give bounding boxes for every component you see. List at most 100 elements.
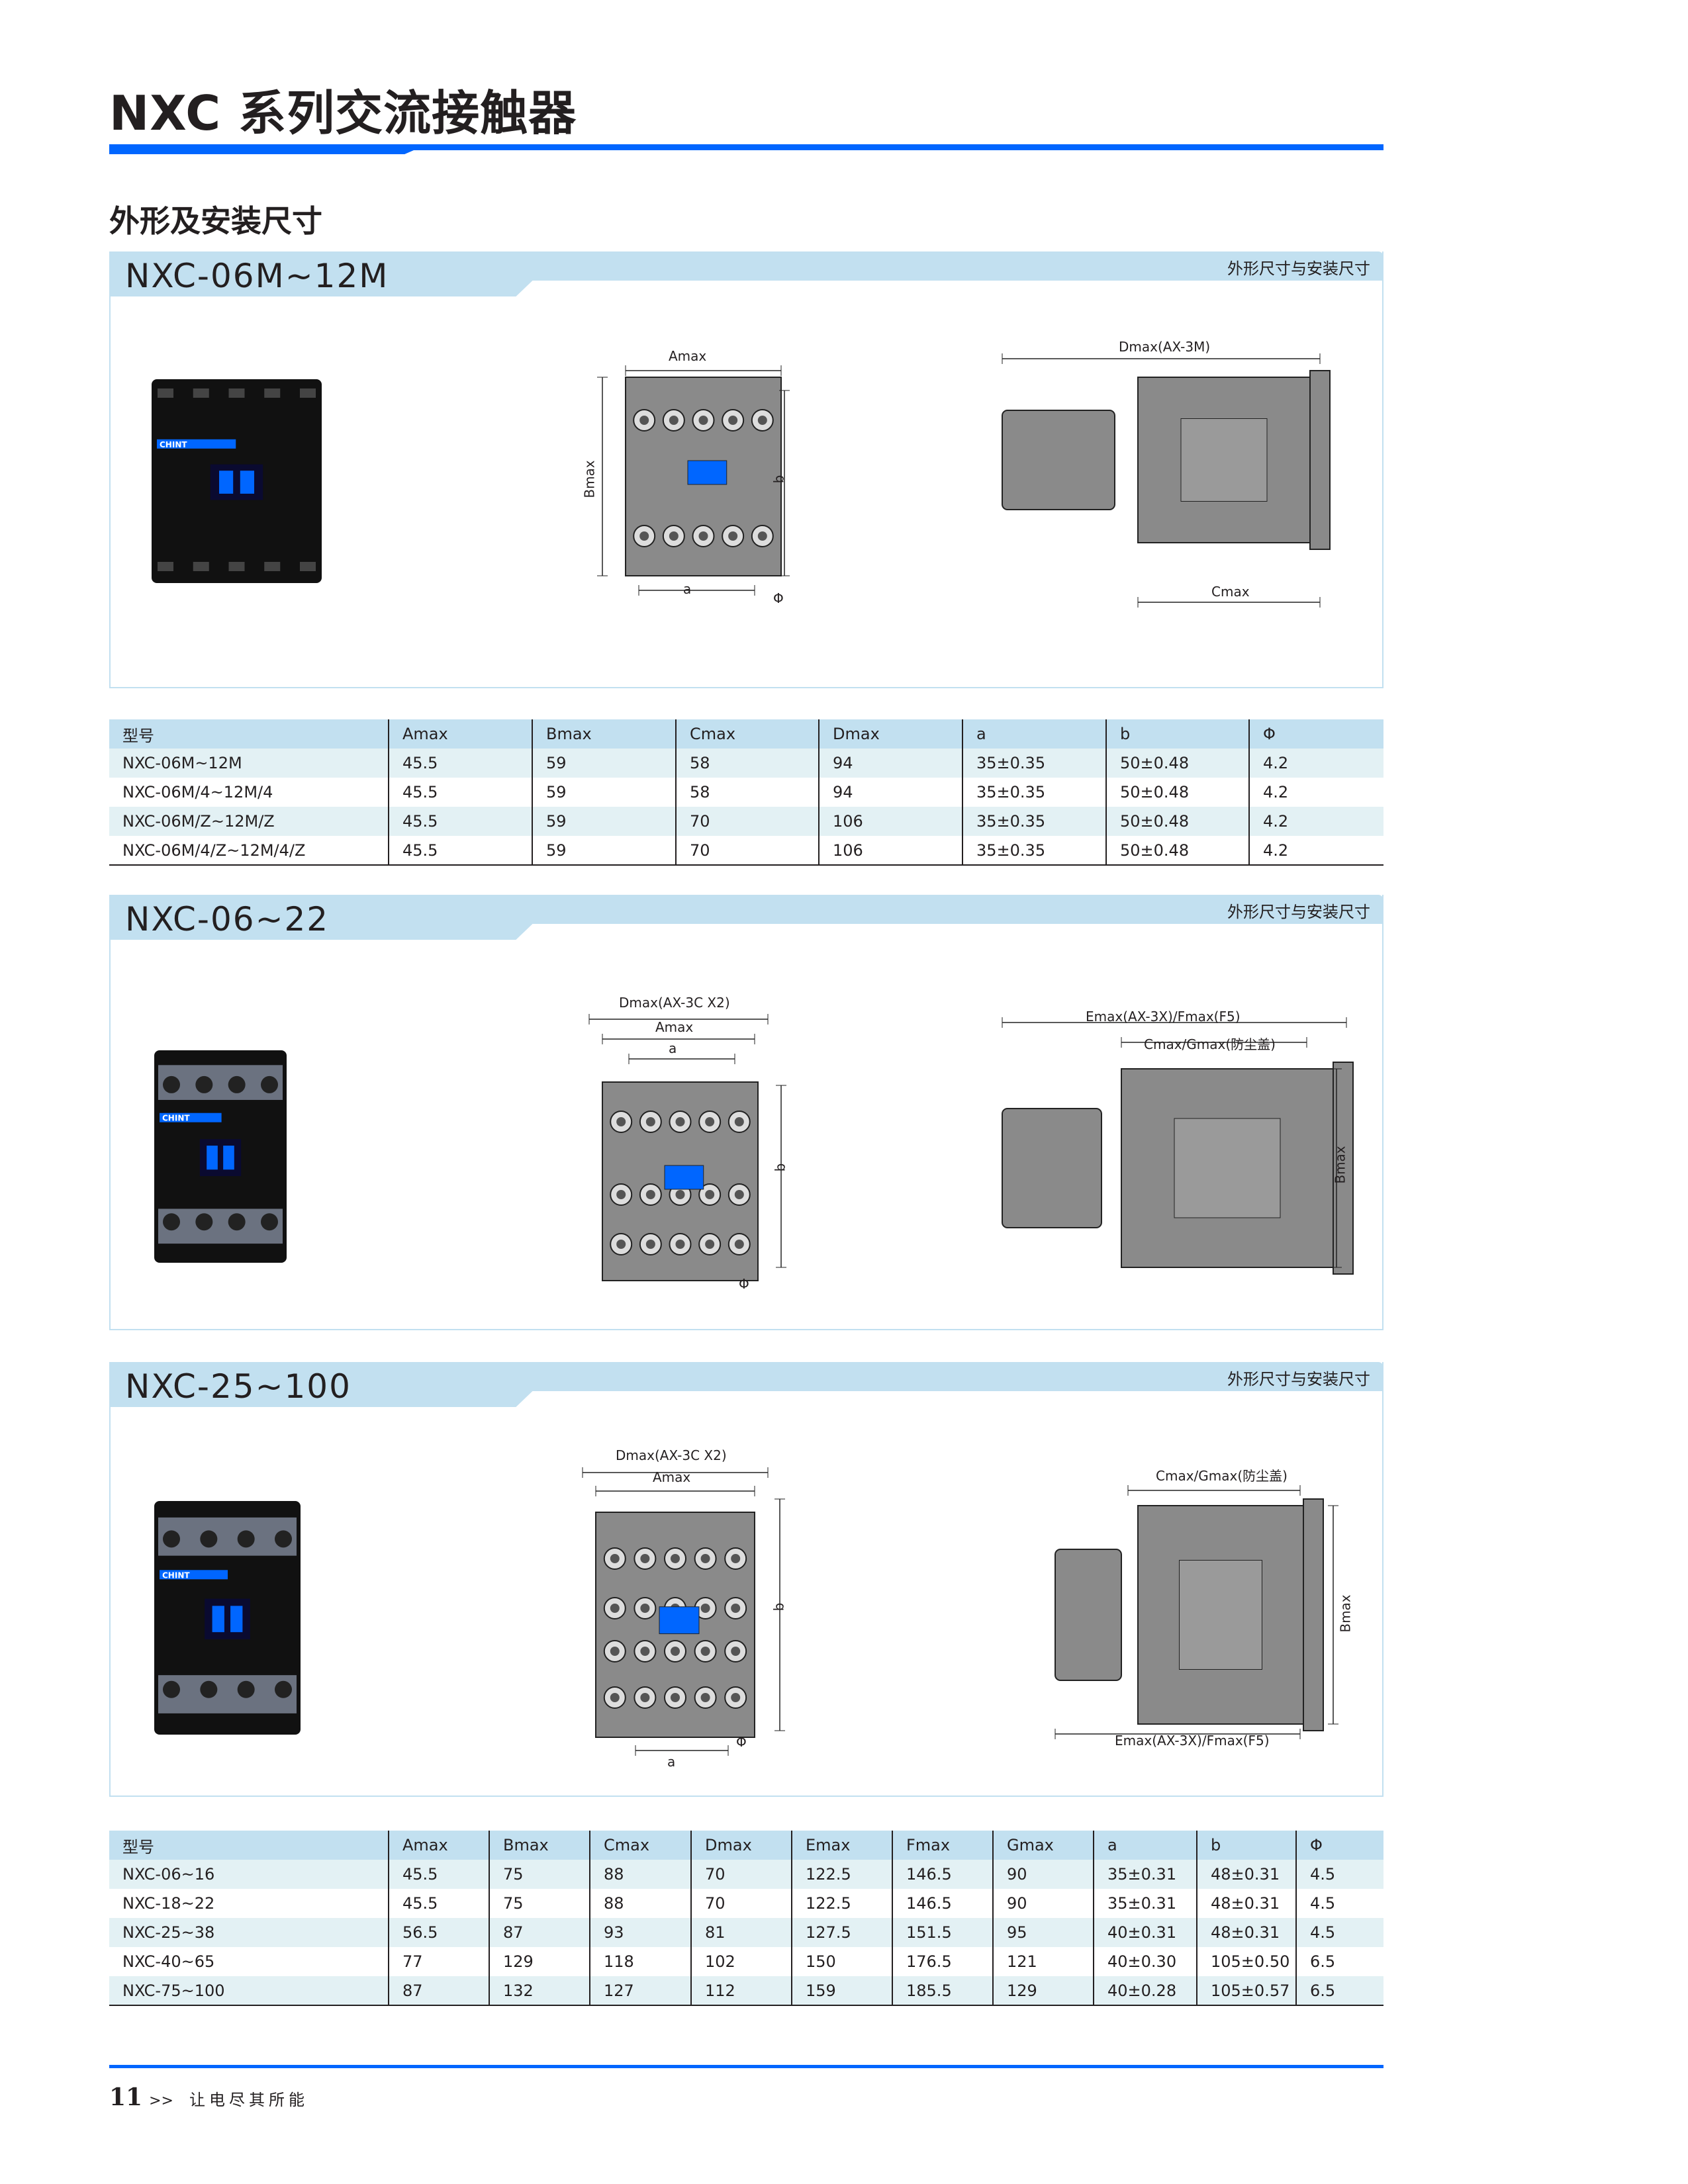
table-cell: 106 <box>818 807 962 836</box>
table-cell: 151.5 <box>892 1918 993 1947</box>
table-cell: 50±0.48 <box>1105 749 1249 778</box>
panel-nxc-06m-12m: NXC-06M~12M 外形尺寸与安装尺寸 <box>109 251 1383 688</box>
table-cell: 4.2 <box>1248 807 1383 836</box>
table-cell: 45.5 <box>388 1860 489 1889</box>
dim-amax: Amax <box>653 1469 691 1485</box>
table-cell: 50±0.48 <box>1105 778 1249 807</box>
table-cell: 40±0.28 <box>1093 1976 1197 2006</box>
dim-a: a <box>683 581 692 597</box>
product-photo-nxc-25: CHINT <box>154 1501 301 1735</box>
dim-cmax: Cmax <box>1211 584 1250 600</box>
table-cell: 90 <box>992 1889 1094 1918</box>
panel-header: NXC-06~22 外形尺寸与安装尺寸 <box>109 895 1383 940</box>
column-header: Fmax <box>892 1831 993 1860</box>
table-cell: 176.5 <box>892 1947 993 1976</box>
table-cell: 122.5 <box>791 1860 892 1889</box>
table-cell: 127.5 <box>791 1918 892 1947</box>
dim-phi: Φ <box>739 1276 749 1292</box>
table-cell: 35±0.35 <box>962 836 1106 866</box>
table-cell: NXC-06M/Z~12M/Z <box>109 807 389 836</box>
table-cell: 81 <box>690 1918 792 1947</box>
table-cell: NXC-06~16 <box>109 1860 389 1889</box>
dim-bmax: Bmax <box>1337 1594 1354 1633</box>
section-heading: 外形及安装尺寸 <box>109 203 322 239</box>
table-cell: 4.5 <box>1295 1889 1383 1918</box>
table-cell: 50±0.48 <box>1105 807 1249 836</box>
table-cell: 132 <box>489 1976 590 2006</box>
table-cell: 87 <box>388 1976 489 2006</box>
dim-dmax: Dmax(AX-3C X2) <box>619 995 730 1011</box>
page-number: 11 <box>109 2083 143 2111</box>
table-cell: 106 <box>818 836 962 866</box>
table-cell: NXC-40~65 <box>122 1952 215 1971</box>
footer-slogan: 让电尽其所能 <box>189 2091 308 2109</box>
table-cell: 4.2 <box>1248 836 1383 866</box>
table-cell: 159 <box>791 1976 892 2006</box>
table-cell: 150 <box>791 1947 892 1976</box>
table-cell: 59 <box>532 836 676 866</box>
table-cell: 70 <box>690 1860 792 1889</box>
dim-bmax: Bmax <box>1332 1146 1348 1184</box>
table-cell: 121 <box>992 1947 1094 1976</box>
column-header: b <box>1105 719 1249 749</box>
column-header: Φ <box>1248 719 1383 749</box>
column-header: 型号 <box>109 1831 389 1860</box>
table-cell: 45.5 <box>388 1889 489 1918</box>
dim-cmax-gmax: Cmax/Gmax(防尘盖) <box>1144 1036 1276 1052</box>
product-photo-nxc-06m: CHINT <box>152 379 322 583</box>
footer-rule <box>109 2065 1383 2068</box>
column-header: Amax <box>388 719 532 749</box>
dim-phi: Φ <box>736 1734 747 1750</box>
title-rule-tab <box>109 144 414 154</box>
table-cell: 35±0.31 <box>1093 1860 1197 1889</box>
table-cell: 146.5 <box>892 1860 993 1889</box>
column-header: Φ <box>1295 1831 1383 1860</box>
table-cell: 4.5 <box>1295 1918 1383 1947</box>
dim-b: b <box>771 1602 787 1612</box>
table-cell: 4.2 <box>1248 778 1383 807</box>
table-cell: 127 <box>589 1976 691 2006</box>
footer-arrows: >> <box>149 2093 173 2109</box>
side-view-drawing <box>1002 1017 1354 1275</box>
table-cell: 105±0.57 <box>1196 1976 1296 2006</box>
table-cell: NXC-06M~12M <box>109 749 389 778</box>
table-cell: 95 <box>992 1918 1094 1947</box>
svg-text:CHINT: CHINT <box>162 1570 190 1580</box>
table-cell: 77 <box>388 1947 489 1976</box>
table-cell: NXC-25~38 <box>109 1918 389 1947</box>
dim-bmax: Bmax <box>581 460 598 498</box>
table-cell: NXC-06M/4~12M/4 <box>122 783 273 801</box>
column-header: Emax <box>791 1831 892 1860</box>
table-cell: 48±0.31 <box>1196 1918 1296 1947</box>
table-cell: 48±0.31 <box>1196 1889 1296 1918</box>
table-cell: 35±0.35 <box>962 778 1106 807</box>
column-header: Dmax <box>690 1831 792 1860</box>
table-cell: 59 <box>532 749 676 778</box>
table-cell: 118 <box>589 1947 691 1976</box>
table-cell: 88 <box>589 1889 691 1918</box>
column-header: Cmax <box>675 719 819 749</box>
dim-amax: Amax <box>669 348 707 364</box>
panel-header: NXC-25~100 外形尺寸与安装尺寸 <box>109 1362 1383 1407</box>
side-view-drawing <box>1055 1485 1338 1739</box>
table-cell: 50±0.48 <box>1105 836 1249 866</box>
panel-nxc-06-22: NXC-06~22 外形尺寸与安装尺寸 <box>109 895 1383 1330</box>
column-header: Amax <box>388 1831 489 1860</box>
dim-b: b <box>771 475 787 484</box>
table-cell: 48±0.31 <box>1196 1860 1296 1889</box>
dim-dmax: Dmax(AX-3C X2) <box>616 1447 727 1463</box>
dim-amax: Amax <box>655 1019 694 1035</box>
table-cell: 105±0.50 <box>1196 1947 1296 1976</box>
table-cell: 122.5 <box>791 1889 892 1918</box>
table-cell: NXC-75~100 <box>109 1976 389 2006</box>
table-cell: 35±0.31 <box>1093 1889 1197 1918</box>
table-cell: 35±0.35 <box>962 749 1106 778</box>
side-view-drawing <box>1002 353 1331 608</box>
